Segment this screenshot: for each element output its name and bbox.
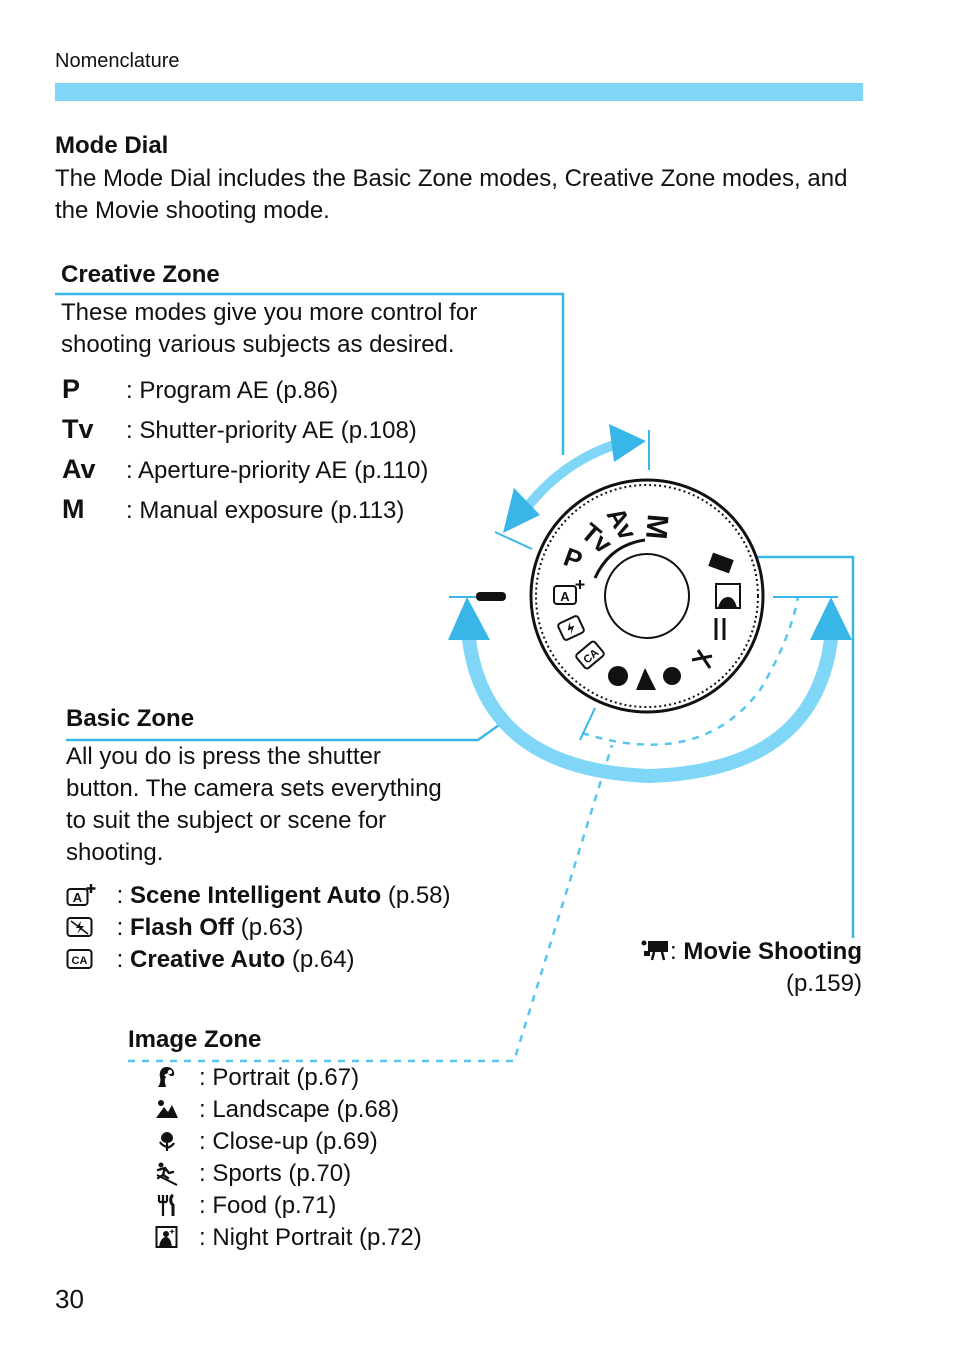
creative-zone-leader-line — [55, 292, 565, 455]
basic-mode-creative-auto: CA : Creative Auto (p.64) — [66, 946, 355, 974]
image-mode-sports: : Sports (p.70) — [155, 1160, 351, 1188]
image-mode-label: : Close-up (p.69) — [199, 1128, 378, 1155]
movie-page: (p.159) — [785, 970, 862, 997]
sports-icon — [156, 1162, 178, 1186]
movie-leader-line — [752, 555, 855, 938]
dial-movie-icon — [708, 552, 734, 574]
basic-zone-desc-4: shooting. — [66, 839, 164, 866]
basic-mode-sep: : — [110, 882, 131, 909]
night-portrait-icon — [155, 1226, 178, 1248]
dial-flash-off-icon — [557, 615, 585, 641]
mode-symbol: P — [62, 374, 81, 404]
creative-arrowhead-left — [503, 488, 540, 533]
mode-dial-heading: Mode Dial — [55, 132, 169, 159]
section-header: Nomenclature — [55, 50, 180, 72]
movie-sep: : — [670, 938, 684, 965]
mode-symbol: M — [62, 494, 85, 524]
landscape-icon — [156, 1100, 178, 1118]
svg-text:A: A — [560, 589, 570, 604]
dial-index-mark — [476, 592, 506, 601]
svg-text:CA: CA — [72, 955, 88, 967]
mode-label: : Aperture-priority AE (p.110) — [126, 457, 429, 484]
image-mode-night-portrait: : Night Portrait (p.72) — [155, 1224, 422, 1252]
flash-off-icon — [66, 917, 93, 937]
basic-zone-heading: Basic Zone — [66, 705, 195, 732]
basic-mode-scene-auto: A : Scene Intelligent Auto (p.58) — [66, 882, 451, 910]
basic-mode-name: Scene Intelligent Auto — [130, 882, 382, 909]
creative-zone-arc — [524, 438, 622, 510]
creative-mode-av: Av : Aperture-priority AE (p.110) — [62, 454, 428, 485]
basic-mode-flash-off: : Flash Off (p.63) — [66, 914, 303, 942]
basic-mode-page: (p.64) — [285, 946, 355, 973]
basic-zone-desc-1: All you do is press the shutter — [66, 743, 381, 770]
scene-intelligent-auto-icon: A — [66, 884, 96, 906]
creative-zone-desc-2: shooting various subjects as desired. — [61, 331, 455, 358]
basic-zone-desc-2: button. The camera sets everything — [66, 775, 442, 802]
image-mode-landscape: : Landscape (p.68) — [155, 1096, 399, 1124]
close-up-icon — [159, 1132, 175, 1151]
basic-mode-page: (p.63) — [234, 914, 304, 941]
creative-zone-desc-1: These modes give you more control for — [61, 299, 478, 326]
portrait-icon — [158, 1067, 175, 1087]
image-zone-leader-line — [128, 744, 614, 1063]
dial-scene-auto-icon: A — [553, 580, 585, 605]
dial-label-m: M — [639, 513, 674, 541]
image-mode-portrait: : Portrait (p.67) — [155, 1064, 359, 1092]
basic-arrowhead-right — [810, 597, 852, 640]
image-mode-label: : Food (p.71) — [199, 1192, 337, 1219]
dial-sports-icon — [691, 649, 713, 669]
food-icon — [157, 1193, 175, 1216]
creative-zone-heading: Creative Zone — [61, 261, 220, 288]
creative-zone-boundary-left — [494, 531, 533, 550]
basic-zone-leader-line — [66, 718, 507, 742]
mode-symbol: Tv — [62, 414, 94, 444]
mode-dial[interactable]: M Av Tv P A CA — [529, 478, 765, 714]
dial-portrait-icon — [608, 666, 628, 686]
image-mode-label: : Landscape (p.68) — [199, 1096, 400, 1123]
mode-label: : Program AE (p.86) — [126, 377, 339, 404]
movie-name: Movie Shooting — [683, 938, 862, 965]
image-zone-heading: Image Zone — [128, 1026, 262, 1053]
basic-zone-arc — [461, 629, 839, 784]
image-mode-label: : Night Portrait (p.72) — [199, 1224, 422, 1251]
image-mode-label: : Portrait (p.67) — [199, 1064, 360, 1091]
basic-zone-boundary-bottom — [579, 707, 596, 741]
basic-zone-desc-3: to suit the subject or scene for — [66, 807, 387, 834]
image-mode-food: : Food (p.71) — [155, 1192, 336, 1220]
creative-auto-icon: CA — [66, 949, 93, 969]
mode-dial-intro: The Mode Dial includes the Basic Zone mo… — [55, 165, 848, 224]
dial-food-icon — [714, 618, 726, 640]
basic-mode-name: Creative Auto — [130, 946, 286, 973]
basic-mode-name: Flash Off — [130, 914, 235, 941]
svg-text:A: A — [73, 890, 83, 905]
dial-creative-auto-icon: CA — [575, 640, 605, 670]
basic-mode-page: (p.58) — [381, 882, 451, 909]
basic-mode-sep: : — [110, 946, 131, 973]
creative-zone-arc-mark — [593, 538, 646, 579]
page-number: 30 — [55, 1284, 84, 1314]
mode-label: : Shutter-priority AE (p.108) — [126, 417, 417, 444]
mode-label: : Manual exposure (p.113) — [126, 497, 405, 524]
creative-mode-tv: Tv : Shutter-priority AE (p.108) — [62, 414, 417, 445]
creative-mode-m: M : Manual exposure (p.113) — [62, 494, 404, 525]
basic-mode-sep: : — [110, 914, 131, 941]
dial-landscape-icon — [636, 668, 656, 690]
creative-arrowhead-right — [609, 424, 646, 462]
movie-camera-icon — [641, 940, 668, 961]
dial-close-up-icon — [663, 667, 681, 685]
dial-center-button — [604, 553, 690, 639]
image-mode-close-up: : Close-up (p.69) — [155, 1128, 378, 1156]
header-accent-bar — [55, 83, 863, 101]
image-mode-label: : Sports (p.70) — [199, 1160, 352, 1187]
basic-arrowhead-left — [448, 597, 490, 640]
creative-mode-p: P : Program AE (p.86) — [62, 374, 338, 405]
movie-shooting-entry: : Movie Shooting — [560, 938, 862, 966]
dial-knurling — [535, 484, 759, 708]
mode-symbol: Av — [62, 454, 96, 484]
image-zone-arc — [581, 596, 800, 746]
